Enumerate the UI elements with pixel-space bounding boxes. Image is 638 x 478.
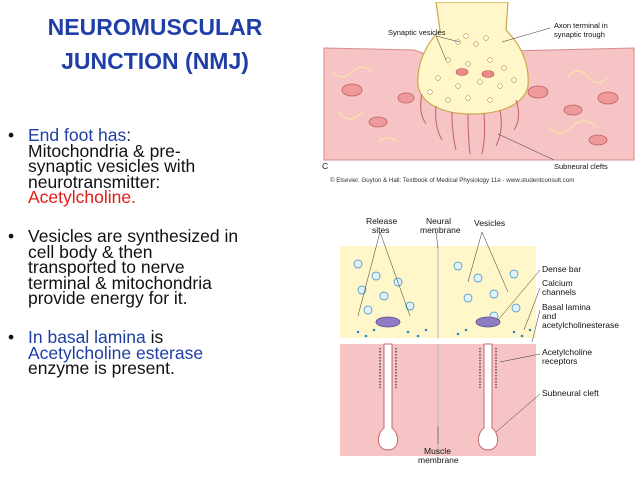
label-subneural-cleft: Subneural cleft (542, 388, 599, 398)
label-ach-receptors-1: Acetylcholine (542, 347, 592, 357)
bullet-2-line: terminal & mitochondria (28, 272, 212, 293)
label-muscle-membrane-1: Muscle (424, 446, 451, 456)
bullet-2-line: transported to nerve (28, 257, 185, 278)
bullet-list: • End foot has: Mitochondria & pre- syna… (6, 125, 306, 400)
bullet-3-lead: In basal lamina (28, 326, 146, 347)
bullet-2-line: Vesicles are synthesized in (28, 225, 239, 246)
title-line-1: NEUROMUSCULAR (47, 14, 263, 40)
label-neural-membrane-2: membrane (420, 225, 461, 235)
label-axon-terminal-2: synaptic trough (554, 30, 605, 39)
bullet-1-line: neurotransmitter: (28, 171, 161, 192)
bullet-3-line: enzyme is present. (28, 358, 175, 379)
label-release-sites-2: sites (372, 225, 389, 235)
label-vesicles: Vesicles (474, 218, 505, 228)
slide-title: NEUROMUSCULAR JUNCTION (NMJ) (20, 10, 290, 78)
bullet-1-highlight: Acetylcholine. (28, 187, 136, 208)
label-release-sites-1: Release (366, 216, 397, 226)
label-muscle-membrane-2: membrane (418, 455, 459, 465)
label-axon-terminal-1: Axon terminal in (554, 21, 608, 30)
bullet-1: • End foot has: Mitochondria & pre- syna… (6, 125, 306, 208)
bullet-2-line: cell body & then (28, 241, 153, 262)
bullet-3-line-blue: Acetylcholine esterase (28, 342, 204, 363)
bullet-3-after: is (145, 326, 164, 347)
label-neural-membrane-1: Neural (426, 216, 451, 226)
label-basal-3: acetylcholinesterase (542, 320, 619, 330)
bullet-1-line: synaptic vesicles with (28, 156, 196, 177)
bullet-dot: • (8, 326, 15, 347)
label-dense-bar: Dense bar (542, 264, 581, 274)
nmj-micrograph-figure: Synaptic vesicles Axon terminal in synap… (318, 2, 636, 187)
label-synaptic-vesicles: Synaptic vesicles (388, 28, 446, 37)
bullet-2: • Vesicles are synthesized in cell body … (6, 225, 306, 309)
bullet-1-line: Mitochondria & pre- (28, 140, 181, 161)
bullet-1-lead: End foot has (28, 125, 127, 145)
bullet-1-colon: : (126, 125, 132, 145)
bullet-dot: • (8, 225, 15, 246)
label-calcium-2: channels (542, 287, 576, 297)
label-ach-receptors-2: receptors (542, 356, 577, 366)
bullet-3: • In basal lamina is Acetylcholine ester… (6, 326, 306, 379)
nmj-schematic-figure: Release sites Neural membrane Vesicles D… (318, 212, 636, 474)
label-subneural-clefts: Subneural clefts (554, 162, 608, 171)
title-line-2: JUNCTION (NMJ) (61, 48, 249, 74)
panel-letter: C (322, 161, 328, 171)
label-basal-1: Basal lamina (542, 302, 591, 312)
bullet-2-line: provide energy for it. (28, 288, 188, 309)
bullet-dot: • (8, 125, 15, 145)
label-basal-2: and (542, 311, 556, 321)
figure-credit: © Elsevier. Guyton & Hall: Textbook of M… (330, 177, 574, 184)
label-calcium-1: Calcium (542, 278, 573, 288)
